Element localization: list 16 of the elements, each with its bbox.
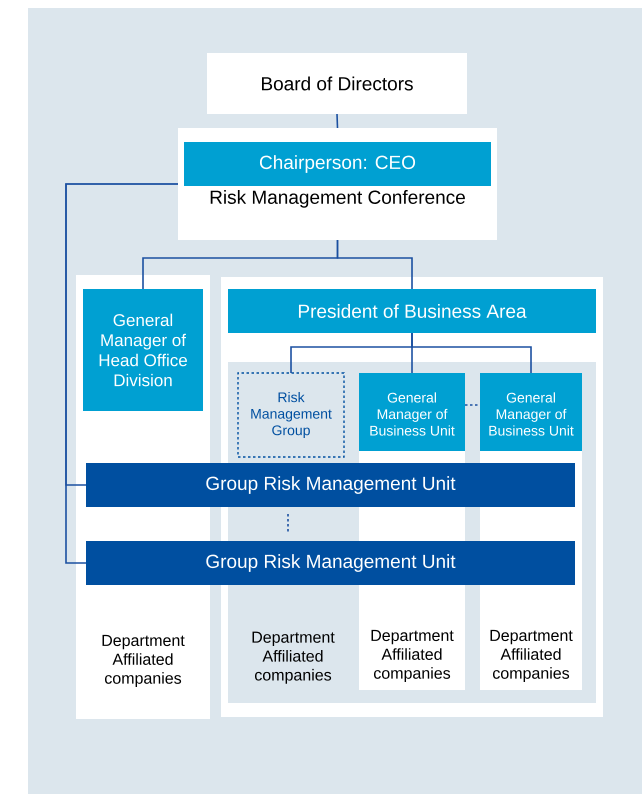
connector-line [465, 404, 480, 406]
board-box: Board of Directors [207, 53, 467, 114]
dashed-box: Risk Management Group [237, 372, 345, 458]
connector-line [287, 514, 289, 534]
connector-line [411, 333, 532, 373]
manager-box: General Manager of Head Office Division [83, 289, 203, 411]
connector-line [336, 240, 413, 289]
text-label: Department Affiliated companies [252, 632, 335, 684]
manager-box: General Manager of Business Unit [480, 373, 582, 455]
manager-box: General Manager of Business Unit [359, 373, 465, 455]
connector-line [336, 114, 338, 128]
unit-bar: Group Risk Management Unit [86, 463, 575, 507]
president-box: President of Business Area [228, 289, 596, 333]
unit-bar: Group Risk Management Unit [86, 541, 575, 585]
chairperson-box: Chairperson: CEO [184, 142, 491, 186]
connector-line [65, 183, 178, 564]
